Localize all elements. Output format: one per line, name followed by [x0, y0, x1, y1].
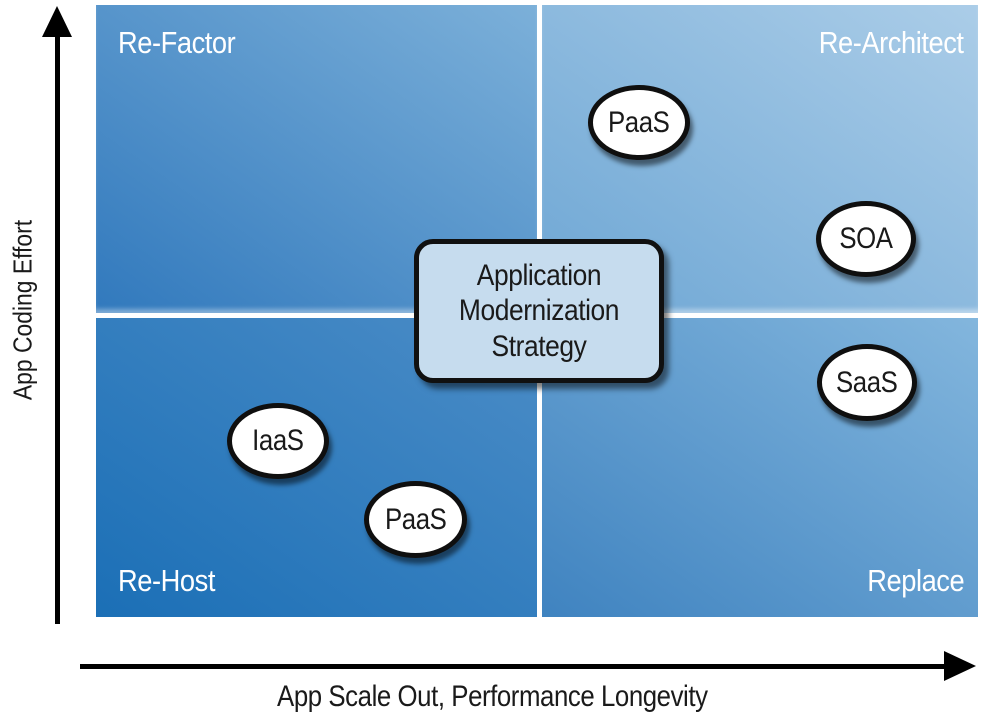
bubble-label: PaaS	[384, 502, 447, 536]
quadrant-label-rehost: Re-Host	[118, 563, 215, 598]
bubble-soa: SOA	[816, 201, 916, 277]
bubble-label: SaaS	[836, 365, 898, 399]
quadrant-chart-panel: Re-Factor Re-Architect Re-Host Replace	[96, 5, 978, 617]
y-axis-arrowhead-icon	[42, 6, 72, 37]
bubble-paas-rearchitect: PaaS	[588, 85, 690, 160]
x-axis-label-text: App Scale Out, Performance Longevity	[277, 680, 708, 713]
y-axis-line	[55, 30, 60, 624]
quadrant-label-rearchitect: Re-Architect	[819, 25, 964, 60]
quadrant-label-replace: Replace	[866, 563, 964, 598]
x-axis-label: App Scale Out, Performance Longevity	[0, 680, 985, 714]
bubble-iaas: IaaS	[227, 403, 329, 479]
bubble-label: SOA	[839, 222, 893, 255]
bubble-paas-rehost: PaaS	[364, 481, 467, 558]
bubble-label: IaaS	[252, 424, 304, 457]
x-axis-line	[80, 664, 948, 669]
x-axis-arrowhead-icon	[944, 651, 976, 681]
y-axis-label: App Coding Effort	[7, 219, 38, 401]
bubble-saas: SaaS	[817, 344, 917, 421]
center-strategy-box: Application Modernization Strategy	[414, 239, 664, 383]
bubble-label: PaaS	[608, 105, 670, 139]
center-strategy-label: Application Modernization Strategy	[458, 259, 620, 363]
quadrant-label-refactor: Re-Factor	[118, 25, 236, 60]
